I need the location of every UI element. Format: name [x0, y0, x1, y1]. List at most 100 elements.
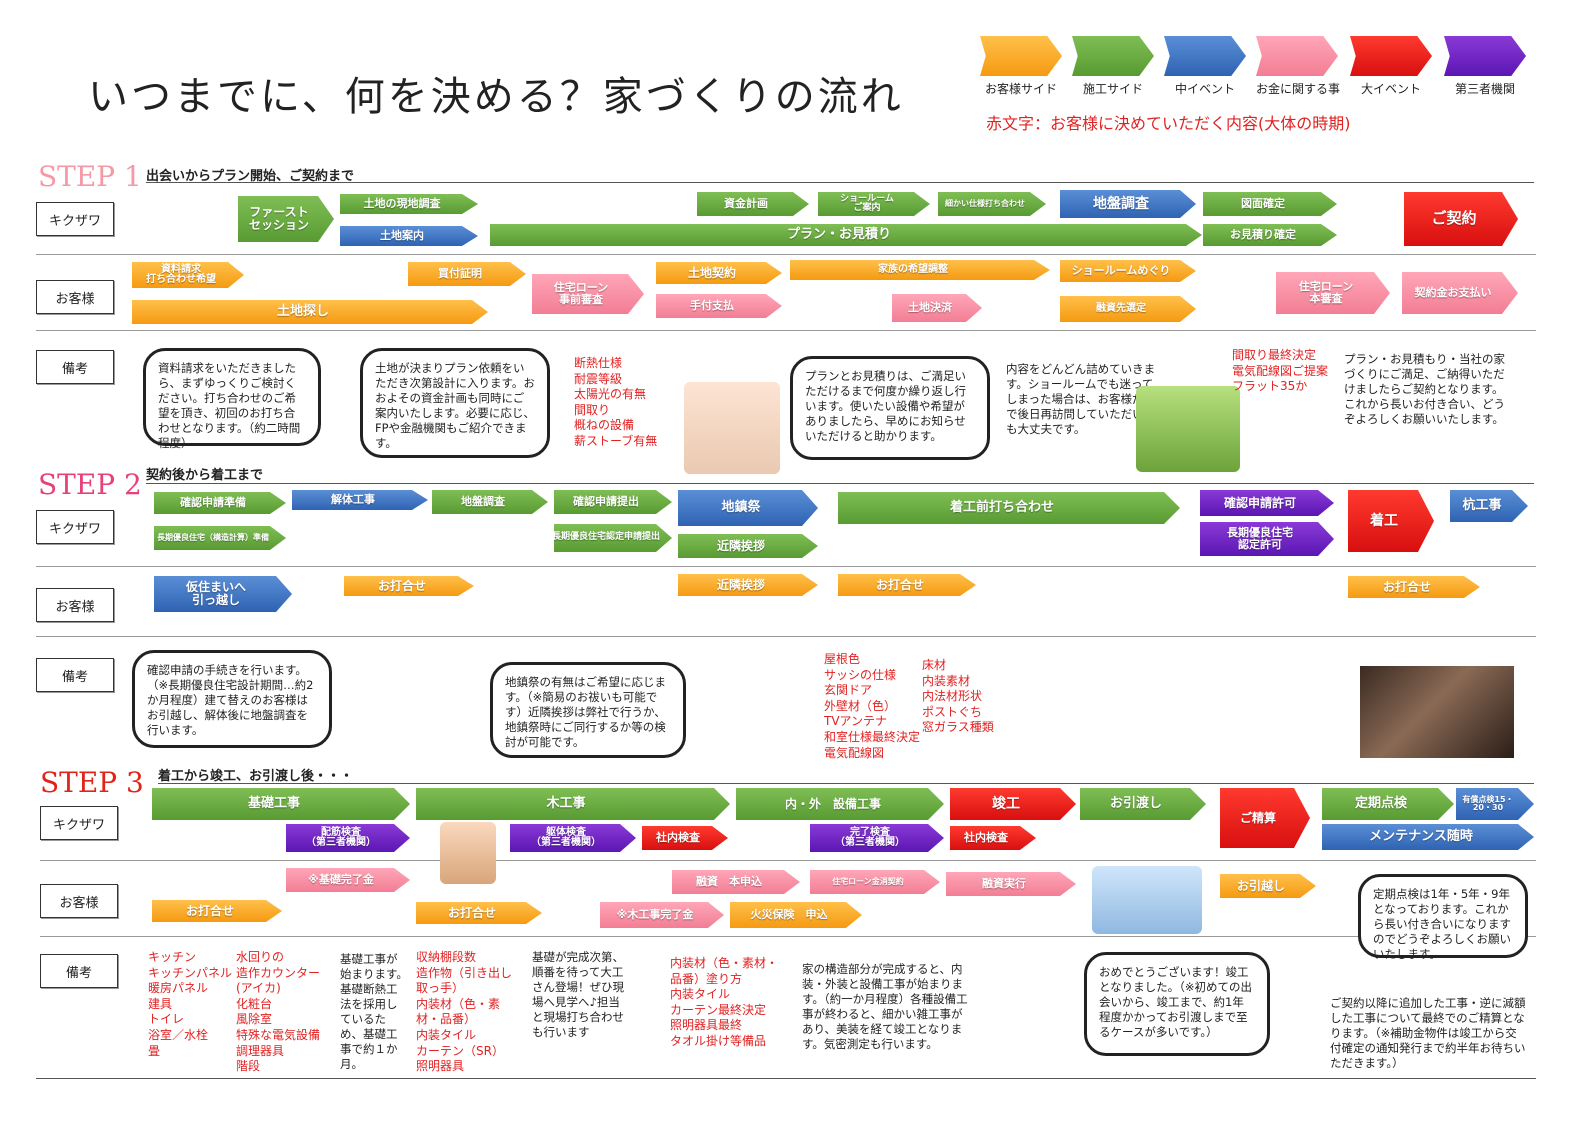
legend-third-party: 第三者機関 [1444, 36, 1526, 97]
pile-photo [1360, 666, 1514, 758]
row-label-okyakusama: お客様 [40, 884, 118, 918]
step1-land-settlement: 土地決済 [892, 294, 982, 322]
red-item: 内装材（色・素材・品番）塗り方 [670, 956, 779, 986]
red-item: (アイカ) [236, 981, 281, 996]
legend-swatch-green [1072, 36, 1154, 76]
legend-label: 第三者機関 [1454, 82, 1515, 96]
step1-deposit-payment: 手付支払 [656, 294, 782, 318]
carpenter-illustration [440, 822, 496, 884]
step1-spec-meeting: 細かい仕様打ち合わせ [938, 192, 1046, 216]
red-item: 照明器具最終 [670, 1018, 743, 1033]
red-item: 和室仕様最終決定 [824, 729, 921, 744]
step1-note-text-1: 内容をどんどん詰めていきます。ショールームでも迷ってしまった場合は、お客様だけで… [1006, 362, 1156, 436]
step3-foundation-work: 基礎工事 [152, 788, 410, 820]
drilling-machine-illustration [1136, 386, 1240, 472]
step3-maintenance: メンテナンス随時 [1322, 824, 1534, 850]
step3-note-bubble-2: 定期点検は1年・5年・9年となっております。これから長い付き合いになりますのでど… [1358, 874, 1528, 961]
legend-label: お金に関する事 [1256, 82, 1341, 96]
red-item: 内装素材 [922, 673, 971, 688]
red-item: タオル掛け等備品 [670, 1033, 767, 1048]
step1-estimate-final: お見積り確定 [1203, 224, 1337, 246]
red-item: 調理器具 [236, 1043, 285, 1058]
step3-note-text-2: 基礎が完成次第、順番を待って大工さん登場！ぜひ現場へ見学へ♪担当と現場打ち合わせ… [532, 950, 624, 1039]
red-item: 内装タイル [416, 1027, 477, 1042]
step2-pile-work: 杭工事 [1450, 490, 1528, 522]
step3-red-list-3: 収納棚段数 造作物（引き出し取っ手） 内装材（色・素材・品番） 内装タイル カー… [416, 950, 520, 1075]
red-item: 造作カウンター [236, 965, 321, 980]
red-item: 造作物（引き出し取っ手） [416, 965, 513, 996]
woman-with-plans-illustration [684, 382, 780, 474]
step3-equipment-work: 内・外 設備工事 [736, 788, 944, 820]
row-label-kikuzawa: キクザワ [36, 202, 114, 236]
step1-showroom-tour: ショールームめぐり [1060, 260, 1196, 282]
step3-settlement: ご精算 [1220, 788, 1310, 848]
row-divider [40, 936, 1536, 937]
step2-label: STEP 2 [38, 468, 142, 501]
legend-label: 施工サイド [1082, 82, 1143, 96]
step1-lender-select: 融資先選定 [1060, 296, 1196, 322]
step3-underline [158, 783, 1534, 784]
step2-meeting-3: お打合せ [1348, 576, 1480, 598]
red-item: 内法材形状 [922, 689, 983, 704]
step3-fire-insurance: 火災保険 申込 [730, 902, 862, 928]
red-item: 浴室／水栓 [148, 1027, 209, 1042]
red-item: 耐震等級 [574, 371, 623, 386]
step3-meeting-1: お打合せ [152, 900, 282, 922]
step3-paid-inspection: 有償点検15・20・30 [1456, 788, 1534, 820]
step1-red-list-2: 間取り最終決定 電気配線図ご提案 フラット35か [1232, 348, 1328, 395]
house-family-illustration [1092, 866, 1202, 934]
step2-permit-prep: 確認申請準備 [154, 492, 286, 514]
red-item: 暖房パネル [148, 981, 209, 996]
step2-long-term-submit: 長期優良住宅認定申請提出 [554, 524, 672, 552]
red-item: 内装タイル [670, 987, 731, 1002]
legend-swatch-pink [1256, 36, 1338, 76]
row-label-okyakusama: お客様 [36, 280, 114, 314]
step1-note-text-2: プラン・お見積もり・当社の家づくりにご満足、ご納得いただけましたらご契約となりま… [1344, 352, 1505, 426]
step1-underline [146, 182, 1534, 183]
red-item: 内装材（色・素材・品番） [416, 996, 501, 1027]
step3-frame-inspection: 躯体検査 （第三者機関） [510, 824, 636, 852]
legend-note: 赤文字：お客様に決めていただく内容(大体の時期) [986, 114, 1351, 133]
step1-land-tour: 土地案内 [340, 226, 478, 246]
step2-subtitle: 契約後から着工まで [146, 468, 264, 483]
step1-note-bubble-3: プランとお見積りは、ご満足いただけるまで何度か繰り返し行います。使いたい設備や希… [790, 356, 990, 460]
step1-funding-plan: 資金計画 [697, 192, 809, 216]
step2-underline [146, 483, 1534, 484]
row-label-biko: 備考 [40, 954, 118, 988]
row-label-biko: 備考 [36, 350, 114, 384]
legend-customer: お客様サイド [980, 36, 1062, 97]
step2-ground-survey: 地盤調査 [432, 490, 548, 514]
bottom-rule [36, 1078, 1536, 1079]
step3-internal-inspection-2: 社内検査 [950, 826, 1036, 850]
red-item: ポストぐち [922, 704, 983, 719]
step3-handover: お引渡し [1080, 788, 1206, 820]
step1-loan-review: 住宅ローン 本審査 [1276, 272, 1390, 314]
step1-loan-prereview: 住宅ローン 事前審査 [532, 274, 644, 314]
step3-move-in: お引越し [1220, 874, 1316, 898]
step3-note-bubble-1: おめでとうございます！竣工となりました。（※初めての出会いから、竣工まで、約1年… [1084, 952, 1270, 1056]
red-item: 間取り [574, 402, 611, 417]
step2-ground-ceremony: 地鎮祭 [678, 490, 818, 526]
legend-mid-event: 中イベント [1164, 36, 1246, 97]
step1-contract: ご契約 [1404, 192, 1518, 246]
legend-swatch-purple [1444, 36, 1526, 76]
step1-family-wishes: 家族の希望調整 [790, 260, 1050, 280]
legend-label: 大イベント [1360, 82, 1421, 96]
step3-subtitle: 着工から竣工、お引渡し後・・・ [158, 769, 354, 784]
red-item: 照明器具 [416, 1059, 465, 1074]
step1-ground-survey: 地盤調査 [1060, 190, 1196, 218]
red-item: 断熱仕様 [574, 356, 623, 370]
red-item: 床材 [922, 658, 947, 672]
step2-red-list-1: 屋根色 サッシの仕様 玄関ドア 外壁材（色） TVアンテナ 和室仕様最終決定 電… [824, 652, 920, 761]
step3-loan-application: 融資 本申込 [672, 870, 800, 894]
red-item: 屋根色 [824, 652, 861, 666]
legend-swatch-blue [1164, 36, 1246, 76]
red-item: 窓ガラス種類 [922, 720, 994, 735]
row-label-okyakusama: お客様 [36, 588, 114, 622]
step3-completion-inspection: 完了検査 （第三者機関） [810, 824, 944, 852]
step3-carpentry-payment: ※木工事完了金 [600, 902, 724, 928]
step2-neighbor-greeting: 近隣挨拶 [678, 534, 818, 558]
red-item: キッチンパネル [148, 965, 233, 980]
red-item: 階段 [236, 1059, 261, 1074]
step1-red-list-1: 断熱仕様 耐震等級 太陽光の有無 間取り 概ねの設備 薪ストーブ有無 [574, 356, 657, 450]
